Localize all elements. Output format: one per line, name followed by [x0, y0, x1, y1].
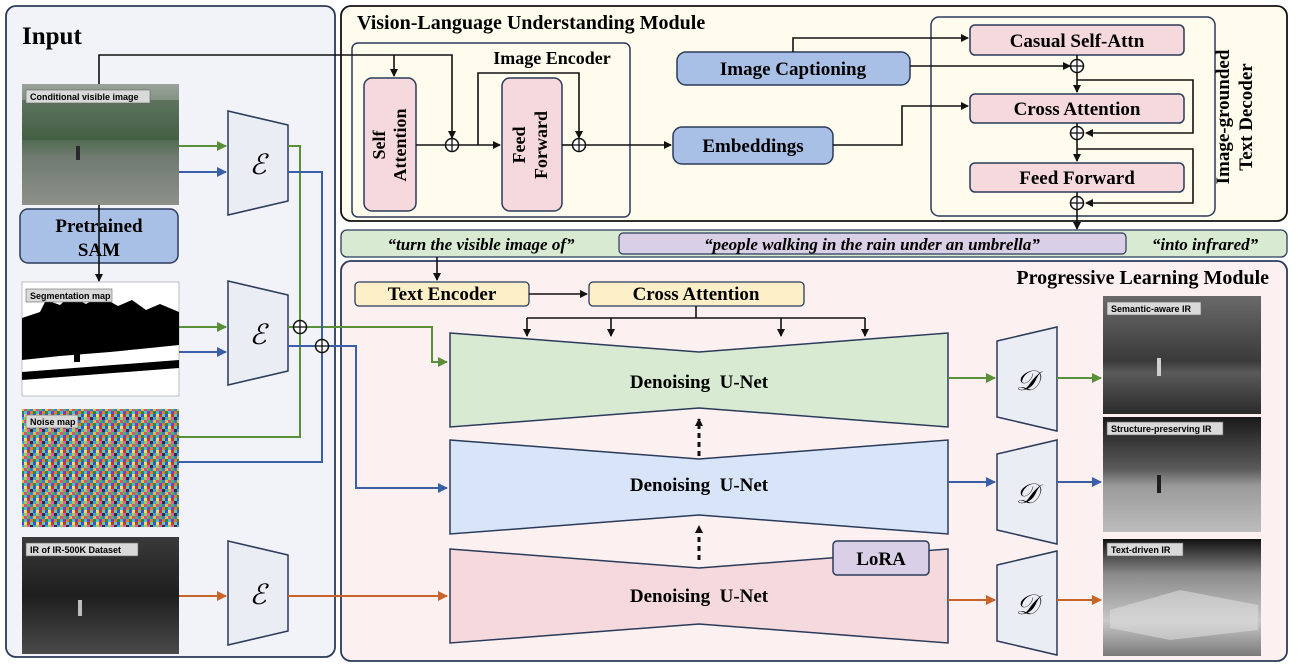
visible-image: Conditional visible image: [22, 84, 179, 205]
plm-cross-attention-box: Cross Attention: [588, 281, 805, 307]
td-cross-attention-box: Cross Attention: [969, 93, 1185, 124]
output-structure: Structure-preserving IR: [1103, 417, 1261, 532]
svg-text:LoRA: LoRA: [856, 549, 906, 570]
encoder-2: ℰ: [227, 280, 289, 386]
text-decoder-title-1: Image-grounded: [1213, 49, 1234, 184]
svg-text:ℰ: ℰ: [250, 320, 270, 351]
svg-text:Attention: Attention: [390, 109, 410, 182]
svg-text:Cross Attention: Cross Attention: [1014, 99, 1141, 120]
text-driven-label: Text-driven IR: [1111, 545, 1171, 555]
svg-text:Feed Forward: Feed Forward: [1019, 168, 1135, 189]
svg-text:Image Captioning: Image Captioning: [720, 59, 867, 80]
svg-text:Denoising U-Net: Denoising U-Net: [630, 475, 769, 496]
td-feed-forward-box: Feed Forward: [969, 162, 1185, 193]
svg-text:Text Encoder: Text Encoder: [388, 284, 497, 305]
svg-text:Denoising U-Net: Denoising U-Net: [630, 586, 769, 607]
self-attention-block: Self Attention: [363, 77, 417, 212]
image-encoder-title: Image Encoder: [493, 48, 610, 68]
structure-label: Structure-preserving IR: [1111, 424, 1212, 434]
vlu-title: Vision-Language Understanding Module: [357, 12, 705, 34]
casual-self-attn-box: Casual Self-Attn: [969, 24, 1185, 56]
plm-title: Progressive Learning Module: [1016, 267, 1269, 289]
noise-label: Noise map: [30, 417, 76, 427]
semantic-label: Semantic-aware IR: [1111, 304, 1192, 314]
decoder-2: 𝒟: [996, 439, 1058, 545]
svg-text:Self: Self: [369, 129, 389, 159]
lora-box: LoRA: [832, 540, 930, 576]
decoder-3: 𝒟: [996, 550, 1058, 656]
text-encoder-box: Text Encoder: [354, 281, 530, 307]
segmentation-map: Segmentation map: [21, 281, 180, 397]
prompt-bar: “turn the visible image of” “people walk…: [340, 229, 1288, 258]
seg-label: Segmentation map: [30, 291, 111, 301]
input-title: Input: [22, 23, 82, 50]
output-text-driven: Text-driven IR: [1103, 539, 1261, 656]
image-encoder-box: [351, 42, 631, 218]
ir-dataset-image: IR of IR-500K Dataset: [22, 537, 179, 654]
svg-text:Cross Attention: Cross Attention: [633, 284, 760, 305]
unet-3: Denoising U-Net: [449, 548, 949, 644]
svg-text:Denoising U-Net: Denoising U-Net: [630, 372, 769, 393]
text-decoder-title-2: Text Decoder: [1236, 63, 1257, 171]
image-captioning-box: Image Captioning: [676, 51, 911, 86]
svg-text:ℰ: ℰ: [250, 150, 270, 181]
svg-text:Forward: Forward: [531, 111, 551, 179]
encoder-3: ℰ: [227, 540, 289, 646]
svg-text:Embeddings: Embeddings: [702, 136, 803, 157]
output-semantic: Semantic-aware IR: [1103, 296, 1261, 414]
svg-text:ℰ: ℰ: [250, 580, 270, 611]
prompt-part-2: “people walking in the rain under an umb…: [704, 235, 1040, 254]
noise-map: Noise map: [22, 409, 179, 527]
prompt-part-3: “into infrared”: [1152, 235, 1259, 254]
unet-1: Denoising U-Net: [449, 332, 949, 428]
unet-2: Denoising U-Net: [449, 439, 949, 535]
decoder-1: 𝒟: [996, 326, 1058, 432]
visible-image-label: Conditional visible image: [30, 92, 139, 102]
text-decoder-box: [930, 16, 1216, 217]
svg-text:Casual Self-Attn: Casual Self-Attn: [1010, 31, 1145, 52]
ir-label: IR of IR-500K Dataset: [30, 545, 121, 555]
feed-forward-block: Feed Forward: [501, 77, 563, 212]
prompt-part-1: “turn the visible image of”: [388, 235, 576, 254]
encoder-1: ℰ: [227, 110, 289, 216]
embeddings-box: Embeddings: [672, 126, 834, 165]
svg-text:Feed: Feed: [509, 127, 529, 164]
